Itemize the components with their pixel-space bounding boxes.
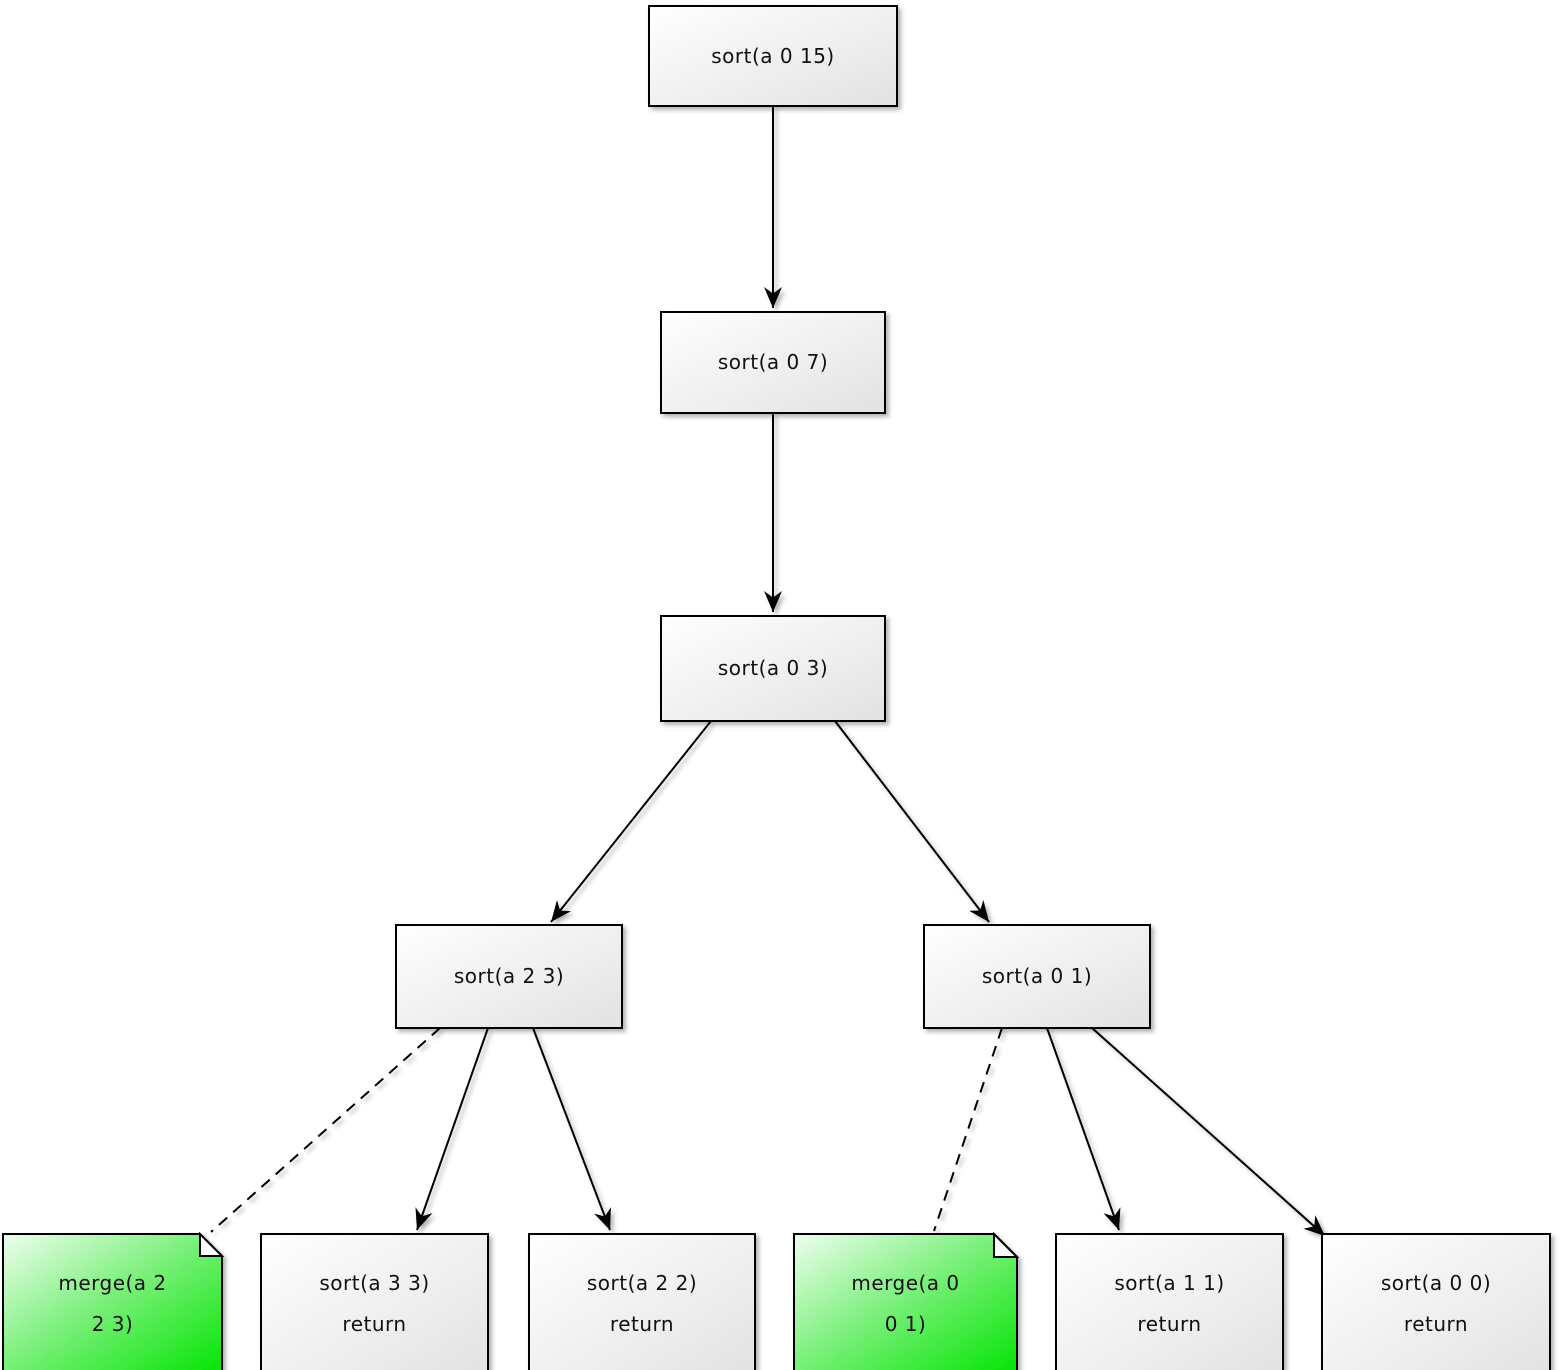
note-fold-corner-merge-a-0-0-1 <box>993 1231 1020 1258</box>
edge-sort01-to-merge001-dashed <box>933 1027 1003 1232</box>
node-shape-sort-a-0-7 <box>660 311 886 414</box>
node-shape-merge-a-2-2-3 <box>2 1233 223 1370</box>
node-shape-sort-a-0-3 <box>660 615 886 722</box>
node-shape-sort-a-3-3 <box>260 1233 489 1370</box>
node-shape-merge-a-0-0-1 <box>793 1233 1018 1370</box>
edge-sort01-to-sort00 <box>1091 1027 1326 1237</box>
node-shape-sort-a-1-1 <box>1055 1233 1284 1370</box>
edge-sort03-to-sort23 <box>550 720 712 923</box>
node-shape-sort-a-2-3 <box>395 924 623 1029</box>
node-shape-sort-a-0-15 <box>648 5 898 107</box>
edge-sort03-to-sort01 <box>834 720 990 923</box>
edge-sort23-to-sort33 <box>415 1027 489 1231</box>
node-shape-sort-a-0-1 <box>923 924 1151 1029</box>
edge-sort01-to-sort11 <box>1046 1027 1121 1231</box>
note-fold-corner-merge-a-2-2-3 <box>199 1231 225 1257</box>
edge-sort23-to-merge223-dashed <box>210 1027 441 1233</box>
edge-sort23-to-sort22 <box>532 1027 611 1231</box>
node-shape-sort-a-2-2 <box>528 1233 756 1370</box>
node-shape-sort-a-0-0 <box>1321 1233 1551 1370</box>
